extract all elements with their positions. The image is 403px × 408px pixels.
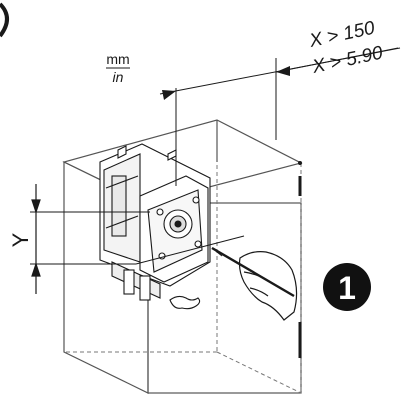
x-dimension-arrowheads <box>162 66 290 100</box>
x-dimension-labels: X > 150 X > 5.90 <box>307 18 385 79</box>
hinge-pin <box>298 161 302 165</box>
y-reference-lines <box>30 211 245 265</box>
step-badge <box>323 263 371 311</box>
step-number: 1 <box>338 270 356 306</box>
y-dimension-arrow <box>31 184 41 294</box>
x-leader-line <box>275 47 399 73</box>
hand-with-pencil <box>211 246 298 321</box>
mounted-device <box>99 143 211 301</box>
handle-part <box>169 295 201 310</box>
y-dimension-label: Y <box>8 232 33 247</box>
units-in: in <box>113 69 124 85</box>
cropped-marker-arc <box>0 2 9 38</box>
x-dimension-lines <box>159 47 401 186</box>
units-mm: mm <box>106 51 129 67</box>
